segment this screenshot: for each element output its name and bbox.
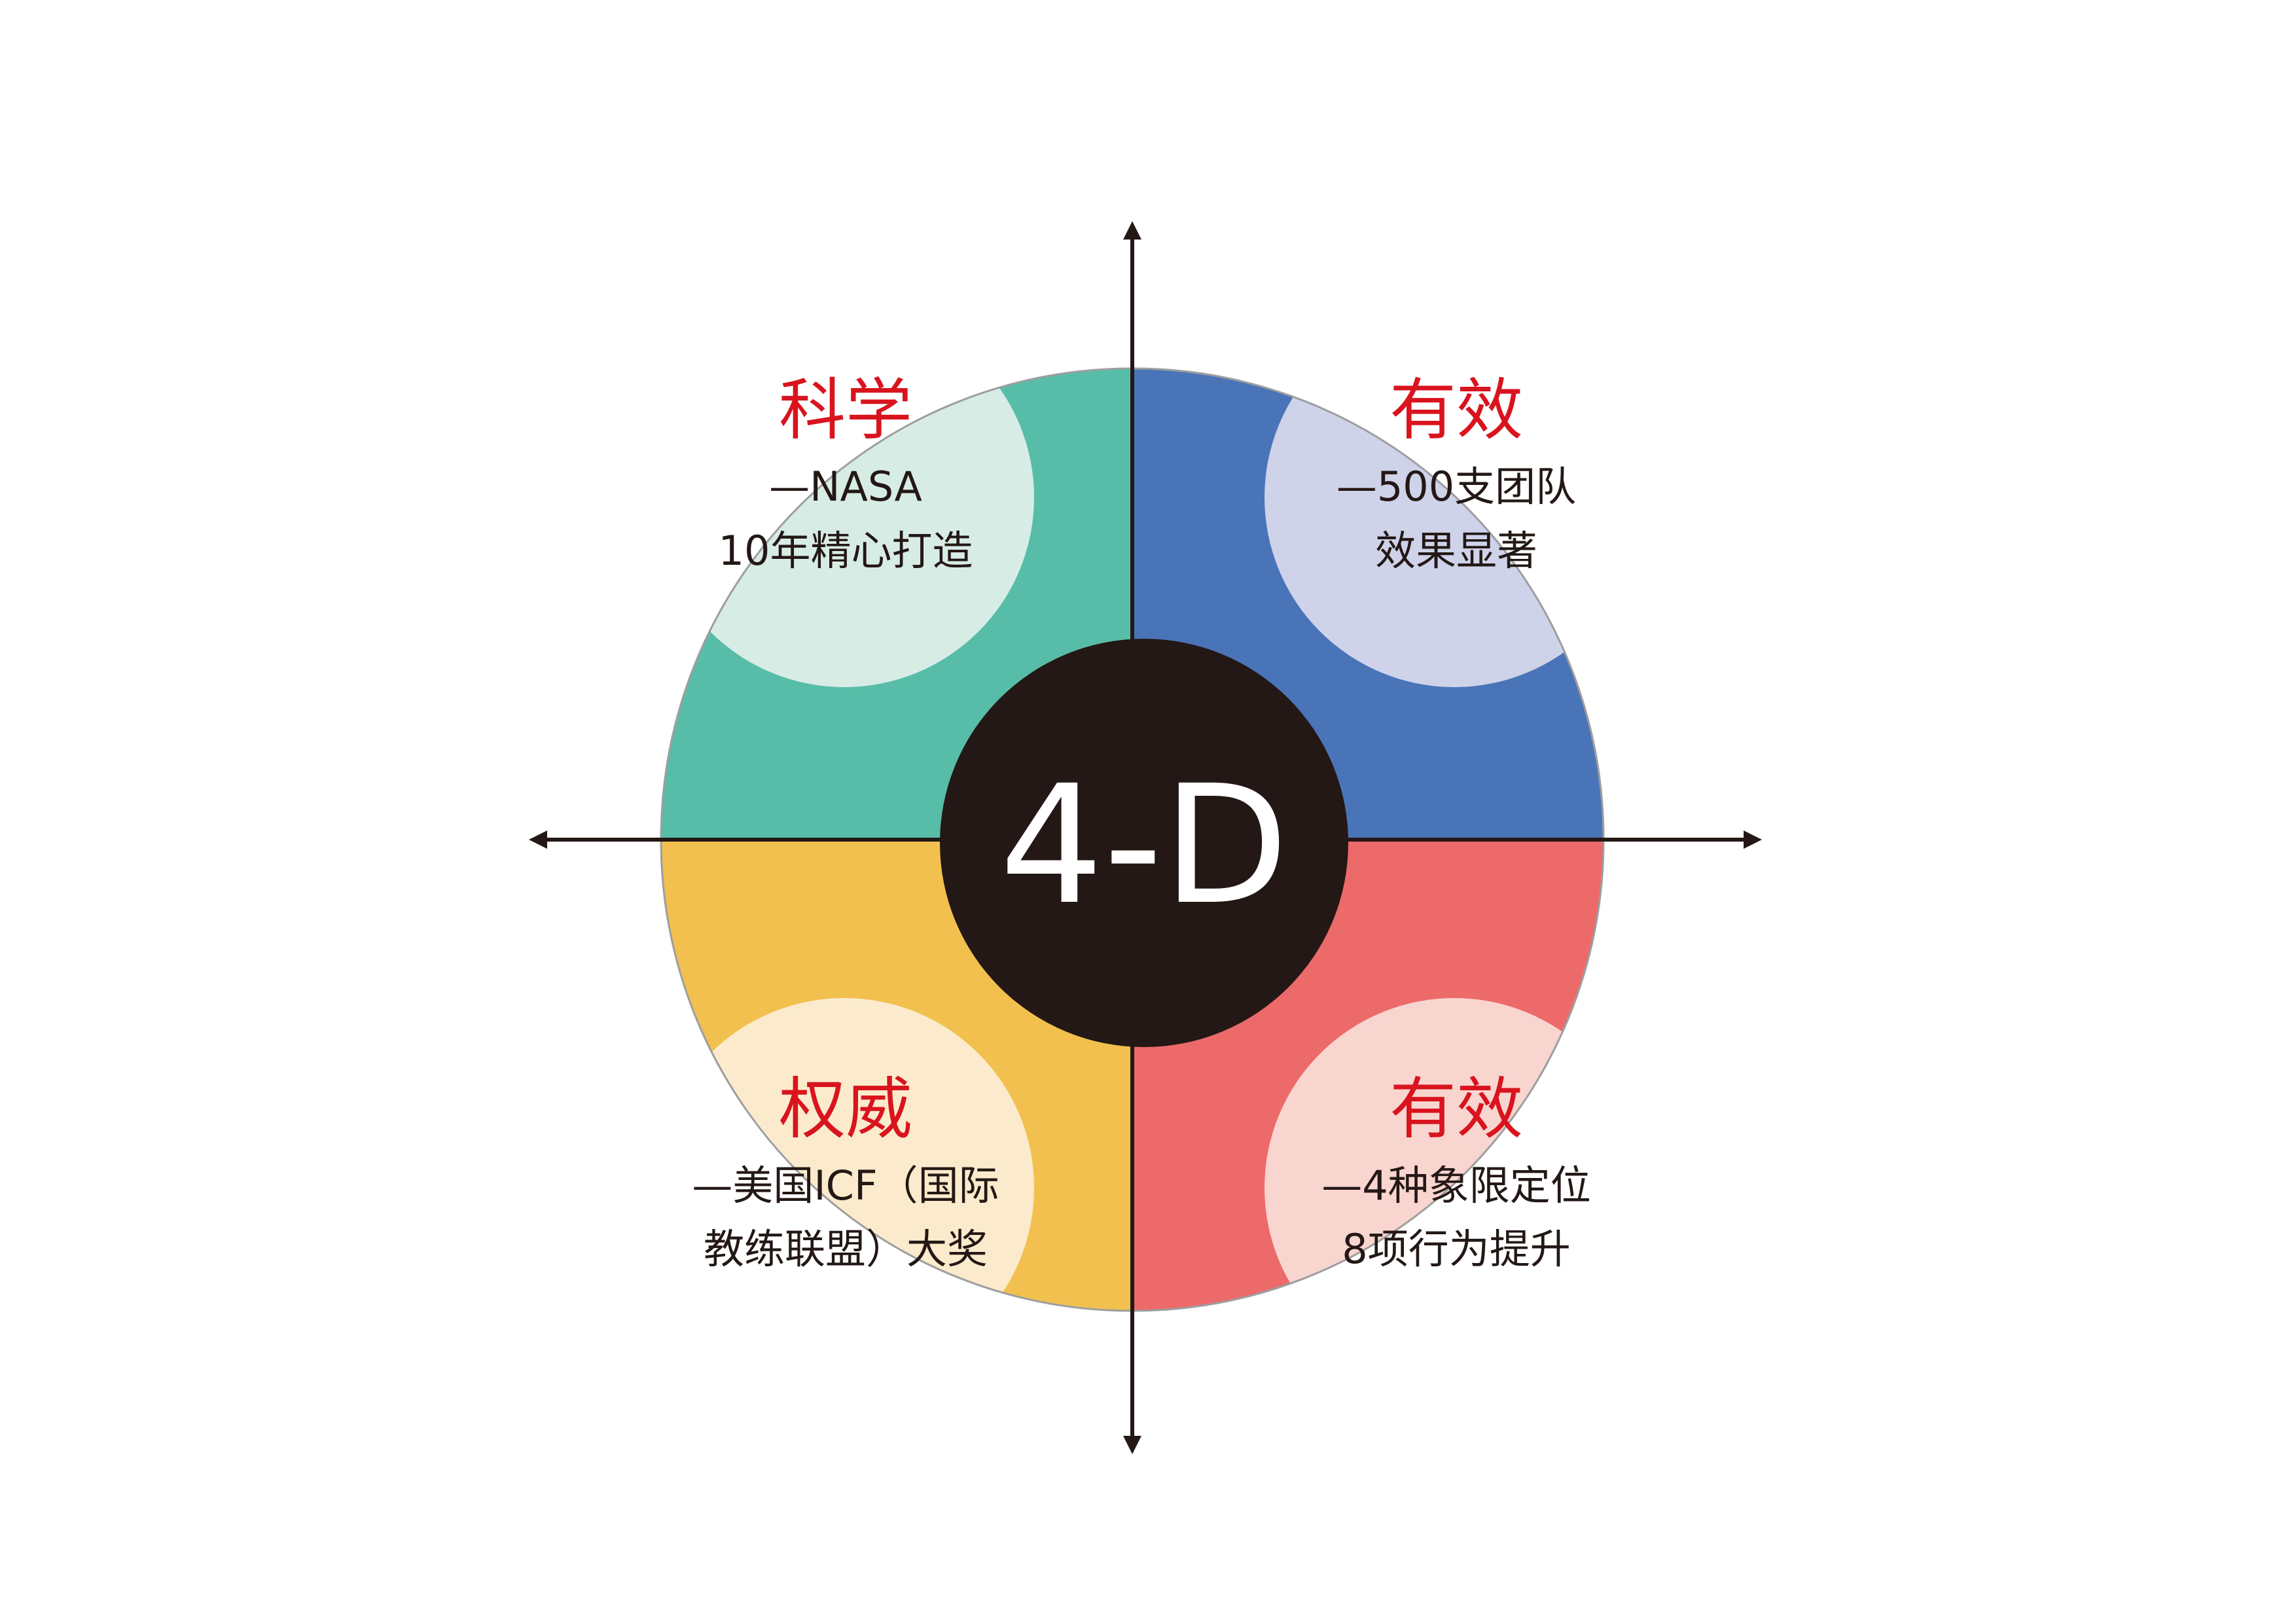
quadrant-description: 效果显著 [1375,527,1537,575]
quadrant-title: 权威 [779,1071,912,1149]
quadrant-description: 8项行为提升 [1342,1225,1570,1273]
quadrant-subtitle: —美国ICF（国际 [692,1162,999,1209]
center-circle [940,639,1348,1047]
arrow-right-icon [1744,830,1762,849]
arrow-up-icon [1123,221,1141,240]
quadrant-subtitle: —4种象限定位 [1321,1162,1590,1209]
quadrant-title: 有效 [1390,372,1523,450]
quadrant-title: 科学 [779,372,912,450]
quadrant-bottom-right-text: 有效 —4种象限定位 8项行为提升 [1321,1071,1590,1273]
quadrant-subtitle: —NASA [769,463,922,510]
quadrant-title: 有效 [1390,1071,1523,1149]
quadrant-top-right-text: 有效 —500支团队 效果显著 [1336,372,1576,575]
quadrant-bottom-left-text: 权威 —美国ICF（国际 教练联盟）大奖 [692,1071,999,1273]
quadrant-subtitle: —500支团队 [1336,463,1576,510]
quadrant-description: 教练联盟）大奖 [704,1225,988,1273]
arrow-down-icon [1123,1436,1141,1454]
quadrant-description: 10年精心打造 [719,527,973,575]
arrow-left-icon [529,830,547,849]
center-label: 4-D [999,750,1289,940]
quadrant-top-left-text: 科学 —NASA 10年精心打造 [719,372,973,575]
